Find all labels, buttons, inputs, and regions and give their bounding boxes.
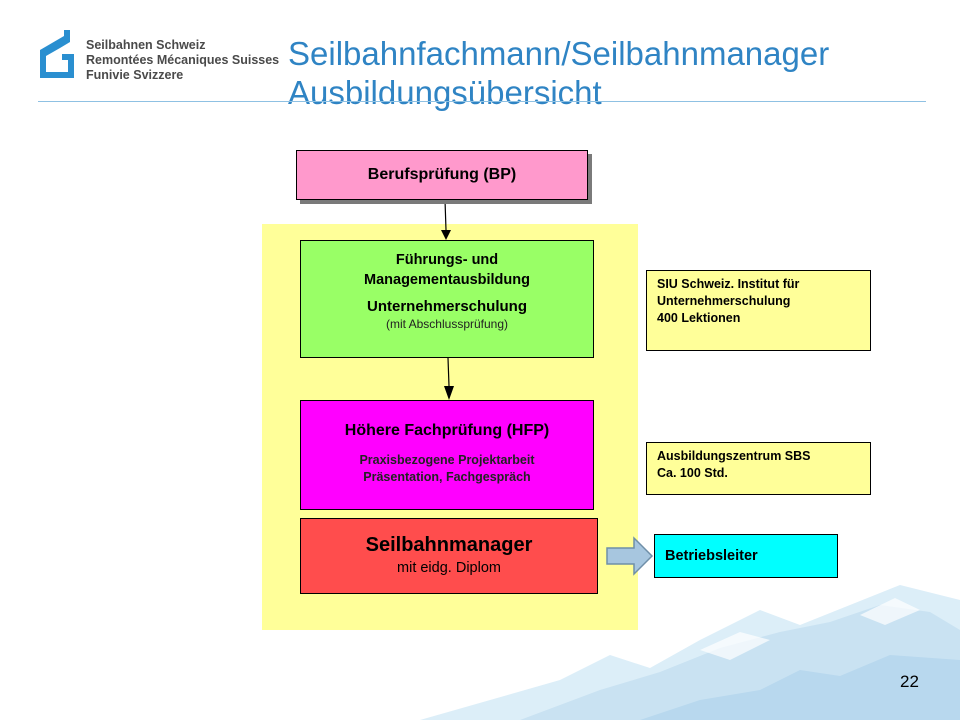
berufspruefung-label: Berufsprüfung (BP) xyxy=(367,166,517,183)
hfp-line-2: Präsentation, Fachgespräch xyxy=(363,470,531,484)
siu-box: SIU Schweiz. Institut für Unternehmersch… xyxy=(646,270,871,351)
siu-line: Unternehmerschulung xyxy=(657,294,791,308)
management-line-1: Führungs- und xyxy=(395,252,499,268)
logo-icon xyxy=(40,30,74,78)
betriebsleiter-label: Betriebsleiter xyxy=(665,547,758,564)
management-line-3: Unternehmerschulung xyxy=(366,298,528,315)
logo-line: Seilbahnen Schweiz xyxy=(86,38,206,52)
title-line-2: Ausbildungsübersicht xyxy=(288,74,602,111)
siu-line: 400 Lektionen xyxy=(657,311,741,325)
page-title: Seilbahnfachmann/Seilbahnmanager Ausbild… xyxy=(288,34,829,112)
management-line-4: (mit Abschlussprüfung) xyxy=(385,317,509,331)
title-line-1: Seilbahnfachmann/Seilbahnmanager xyxy=(288,35,830,72)
management-training-box: Führungs- und Managementausbildung Unter… xyxy=(300,240,594,358)
logo-line: Funivie Svizzere xyxy=(86,68,184,82)
seilbahnmanager-box: Seilbahnmanager mit eidg. Diplom xyxy=(300,518,598,594)
siu-line: SIU Schweiz. Institut für xyxy=(657,277,800,291)
abz-line: Ausbildungszentrum SBS xyxy=(657,449,811,463)
hfp-box: Höhere Fachprüfung (HFP) Praxisbezogene … xyxy=(300,400,594,510)
ausbildungszentrum-box: Ausbildungszentrum SBS Ca. 100 Std. xyxy=(646,442,871,495)
seilbahnmanager-title: Seilbahnmanager xyxy=(365,534,533,556)
hfp-line-1: Praxisbezogene Projektarbeit xyxy=(359,453,535,467)
block-arrow-icon xyxy=(606,536,654,576)
abz-line: Ca. 100 Std. xyxy=(657,466,728,480)
berufspruefung-box: Berufsprüfung (BP) xyxy=(296,150,588,200)
hfp-title: Höhere Fachprüfung (HFP) xyxy=(344,422,550,439)
management-line-2: Managementausbildung xyxy=(364,272,530,288)
seilbahnmanager-subtitle: mit eidg. Diplom xyxy=(397,560,501,576)
logo-line: Remontées Mécaniques Suisses xyxy=(86,53,280,67)
logo-text: Seilbahnen Schweiz Remontées Mécaniques … xyxy=(86,38,279,83)
header-divider xyxy=(38,101,926,102)
page-number: 22 xyxy=(900,672,919,691)
betriebsleiter-box: Betriebsleiter xyxy=(654,534,838,578)
